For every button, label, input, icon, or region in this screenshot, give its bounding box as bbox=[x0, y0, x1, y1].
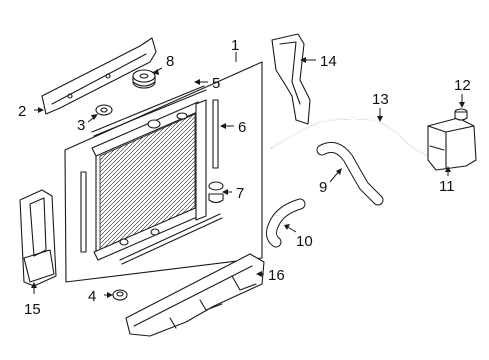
side-seal-strip bbox=[212, 99, 219, 169]
lower-air-guide bbox=[125, 253, 265, 337]
callout-labels: 1 2 3 4 5 6 7 8 9 10 11 12 13 14 15 16 bbox=[18, 37, 471, 318]
upper-radiator-hose bbox=[316, 141, 384, 206]
callout-14: 14 bbox=[320, 53, 337, 70]
upper-air-guide bbox=[271, 33, 311, 125]
callout-9: 9 bbox=[319, 179, 327, 196]
callout-13: 13 bbox=[372, 91, 389, 108]
radiator-cap bbox=[132, 69, 156, 89]
left-seal-strip bbox=[80, 171, 87, 253]
callout-2: 2 bbox=[18, 103, 26, 120]
callout-15: 15 bbox=[24, 301, 41, 318]
callout-4: 4 bbox=[88, 288, 96, 305]
callout-5: 5 bbox=[212, 75, 220, 92]
radiator-core bbox=[91, 99, 207, 261]
callout-8: 8 bbox=[166, 53, 174, 70]
side-air-guide bbox=[19, 189, 57, 287]
callout-16: 16 bbox=[268, 267, 285, 284]
callout-7: 7 bbox=[236, 185, 244, 202]
mount-bushing-upper bbox=[95, 104, 113, 116]
mount-clip bbox=[112, 289, 128, 301]
overflow-hose bbox=[271, 117, 429, 157]
callout-10: 10 bbox=[296, 233, 313, 250]
reservoir-cap bbox=[454, 108, 468, 121]
upper-seal-strip bbox=[91, 85, 207, 137]
lower-radiator-hose bbox=[265, 198, 306, 248]
callout-6: 6 bbox=[238, 119, 246, 136]
radiator-assembly-outline bbox=[64, 61, 263, 283]
coolant-reservoir bbox=[427, 117, 477, 171]
mount-bushing-lower bbox=[208, 181, 224, 204]
callout-1: 1 bbox=[231, 37, 239, 54]
callout-11: 11 bbox=[439, 178, 455, 195]
lower-seal-strip bbox=[119, 213, 223, 265]
leader-lines bbox=[31, 52, 465, 298]
callout-3: 3 bbox=[77, 117, 85, 134]
upper-support-bracket bbox=[41, 37, 157, 115]
callout-12: 12 bbox=[454, 77, 471, 94]
